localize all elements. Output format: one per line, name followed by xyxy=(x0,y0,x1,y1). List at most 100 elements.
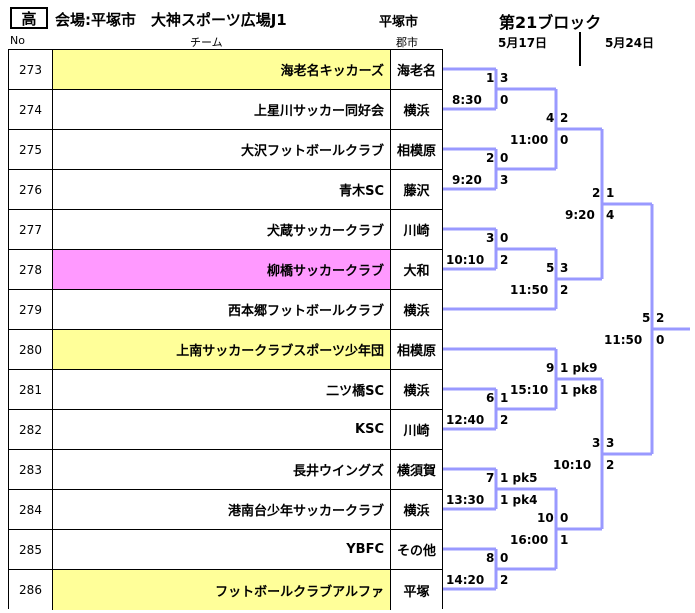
team-name: YBFC xyxy=(53,530,391,569)
round-date-1: 5月17日 xyxy=(498,36,548,50)
score-top: 2 xyxy=(656,311,665,325)
date-separator xyxy=(579,32,581,66)
block-badge: 高 xyxy=(10,7,48,29)
match-number: 4 xyxy=(546,111,555,125)
team-name: 海老名キッカーズ xyxy=(53,50,391,89)
team-city: 平塚 xyxy=(391,570,442,610)
team-number: 278 xyxy=(9,250,53,289)
score-top: 3 xyxy=(606,436,615,450)
match-time: 13:30 xyxy=(446,493,485,507)
team-number: 286 xyxy=(9,570,53,610)
team-name: 港南台少年サッカークラブ xyxy=(53,490,391,529)
match-time: 12:40 xyxy=(446,413,485,427)
team-city: 横浜 xyxy=(391,370,442,409)
score-top: 0 xyxy=(500,551,509,565)
match-number: 7 xyxy=(486,471,495,485)
score-top: 1 pk5 xyxy=(500,471,538,485)
score-bottom: 0 xyxy=(656,333,665,347)
col-header-city: 郡市 xyxy=(396,36,418,49)
team-name: フットボールクラブアルファ xyxy=(53,570,391,610)
match-time: 10:10 xyxy=(446,253,485,267)
team-name: 長井ウイングズ xyxy=(53,450,391,489)
team-city: 横浜 xyxy=(391,90,442,129)
team-number: 273 xyxy=(9,50,53,89)
team-number: 282 xyxy=(9,410,53,449)
score-top: 0 xyxy=(500,231,509,245)
team-number: 283 xyxy=(9,450,53,489)
venue-city: 平塚市 xyxy=(379,15,419,30)
match-number: 2 xyxy=(486,151,495,165)
match-time: 10:10 xyxy=(553,458,592,472)
match-number: 3 xyxy=(486,231,495,245)
team-number: 284 xyxy=(9,490,53,529)
block-title: 第21ブロック xyxy=(499,13,602,32)
team-city: 相模原 xyxy=(391,130,442,169)
team-city: 横須賀 xyxy=(391,450,442,489)
score-top: 0 xyxy=(500,151,509,165)
score-bottom: 2 xyxy=(500,573,509,587)
match-number: 5 xyxy=(546,261,555,275)
team-city: 川崎 xyxy=(391,410,442,449)
match-time: 11:50 xyxy=(510,283,549,297)
team-name: 二ツ橋SC xyxy=(53,370,391,409)
team-name: 大沢フットボールクラブ xyxy=(53,130,391,169)
score-top: 1 xyxy=(500,391,509,405)
score-bottom: 2 xyxy=(560,283,569,297)
col-header-no: No xyxy=(10,34,25,47)
team-number: 279 xyxy=(9,290,53,329)
team-number: 285 xyxy=(9,530,53,569)
score-top: 1 xyxy=(606,186,615,200)
team-name: 青木SC xyxy=(53,170,391,209)
team-name: 犬蔵サッカークラブ xyxy=(53,210,391,249)
match-number: 5 xyxy=(642,311,651,325)
match-time: 14:20 xyxy=(446,573,485,587)
team-number: 280 xyxy=(9,330,53,369)
match-number: 6 xyxy=(486,391,495,405)
match-time: 11:50 xyxy=(604,333,643,347)
match-number: 1 xyxy=(486,71,495,85)
score-bottom: 2 xyxy=(500,413,509,427)
team-city: 相模原 xyxy=(391,330,442,369)
match-time: 16:00 xyxy=(510,533,549,547)
team-name: 上南サッカークラブスポーツ少年団 xyxy=(53,330,391,369)
match-time: 8:30 xyxy=(452,93,482,107)
match-time: 11:00 xyxy=(510,133,549,147)
score-bottom: 0 xyxy=(560,133,569,147)
score-top: 0 xyxy=(560,511,569,525)
score-bottom: 4 xyxy=(606,208,615,222)
team-city: 海老名 xyxy=(391,50,442,89)
team-name: 柳橋サッカークラブ xyxy=(53,250,391,289)
team-number: 275 xyxy=(9,130,53,169)
team-city: 川崎 xyxy=(391,210,442,249)
col-header-team: チーム xyxy=(190,36,223,49)
team-number: 274 xyxy=(9,90,53,129)
team-number: 281 xyxy=(9,370,53,409)
team-name: 上星川サッカー同好会 xyxy=(53,90,391,129)
team-city: 藤沢 xyxy=(391,170,442,209)
team-number: 276 xyxy=(9,170,53,209)
match-time: 9:20 xyxy=(452,173,482,187)
match-number: 10 xyxy=(537,511,554,525)
match-time: 9:20 xyxy=(565,208,595,222)
team-name: KSC xyxy=(53,410,391,449)
round-date-2: 5月24日 xyxy=(605,36,655,50)
score-top: 3 xyxy=(500,71,509,85)
score-bottom: 1 pk4 xyxy=(500,493,538,507)
score-top: 2 xyxy=(560,111,569,125)
match-number: 8 xyxy=(486,551,495,565)
team-city: 横浜 xyxy=(391,490,442,529)
